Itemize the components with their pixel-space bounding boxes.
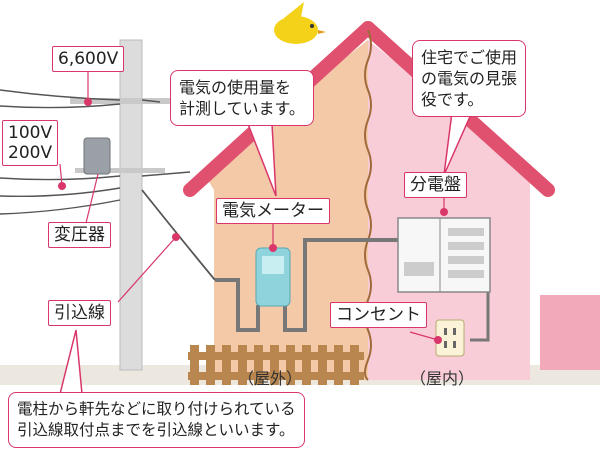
side-shed (540, 295, 600, 370)
label-panel: 分電盤 (404, 172, 467, 198)
bubble-panel-description: 住宅でご使用 の電気の見張 役です。 (412, 40, 527, 117)
panel-breaker-4 (448, 270, 484, 278)
panel-breaker-3 (448, 256, 484, 264)
panel-breaker-2 (448, 242, 484, 250)
wire-to-meter (215, 278, 260, 332)
pole-crossarm (70, 98, 180, 104)
label-service-wire: 引込線 (48, 300, 111, 326)
overhead-wires (0, 89, 191, 215)
fence (188, 345, 364, 385)
meter-display (262, 256, 284, 274)
wire-panel-to-outlet (470, 292, 490, 342)
panel-main-breaker (404, 262, 434, 276)
label-indoor: （屋内） (410, 369, 475, 388)
bird-icon (274, 2, 326, 44)
label-transformer: 変圧器 (48, 222, 111, 248)
panel-breaker-1 (448, 228, 484, 236)
label-meter: 電気メーター (216, 198, 330, 224)
utility-pole (119, 39, 143, 371)
transformer-icon (83, 137, 111, 175)
label-low-voltage: 100V 200V (2, 120, 59, 166)
bubble-service-wire-description: 電柱から軒先などに取り付けられている 引込線取付点までを引込線といいます。 (8, 392, 305, 448)
bubble-meter-description: 電気の使用量を 計測しています。 (170, 70, 314, 126)
label-outlet: コンセント (330, 302, 427, 328)
pole-crossarm-low (75, 168, 165, 173)
wall-divider (364, 29, 372, 381)
bubble-tail-service-wire (59, 329, 83, 395)
service-drop-wire (141, 189, 216, 281)
label-high-voltage: 6,600V (52, 46, 125, 72)
label-outdoor: （屋外） (238, 369, 303, 388)
leader-lines (59, 70, 445, 341)
wire-meter-to-panel (283, 238, 398, 332)
